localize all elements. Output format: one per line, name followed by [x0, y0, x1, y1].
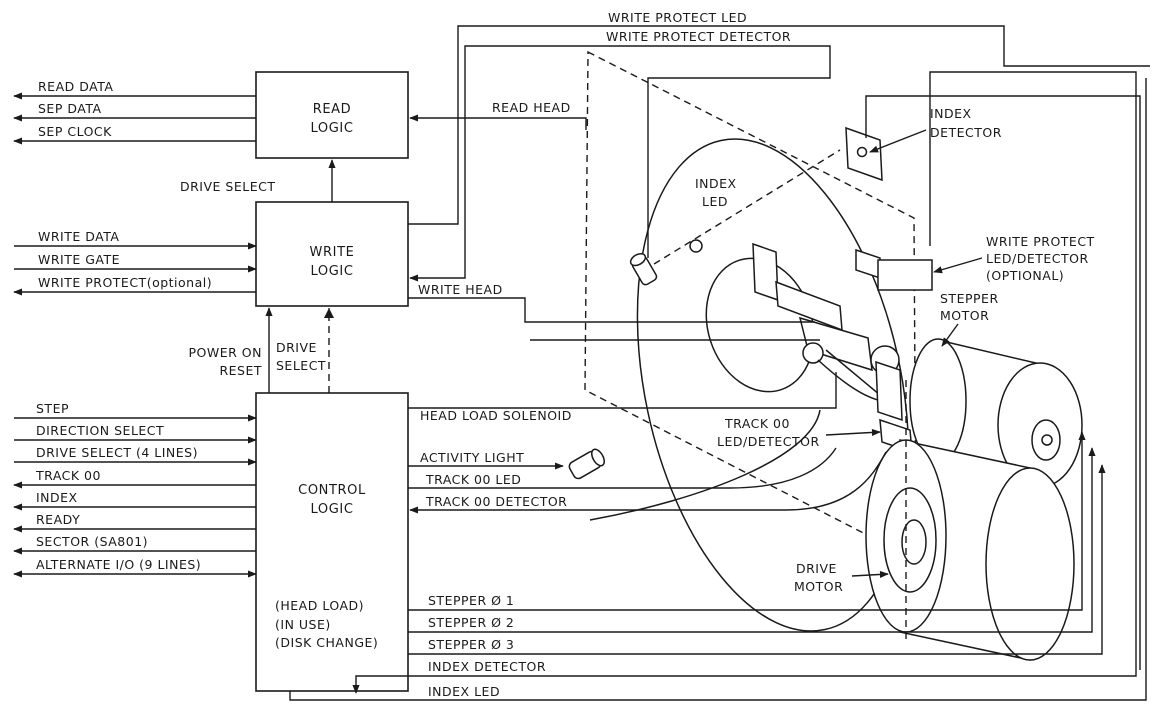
reset-label: RESET [219, 363, 262, 378]
step-label: STEP [36, 401, 69, 416]
write-protect-led-label: WRITE PROTECT LED [608, 10, 747, 25]
inter-block-connections: DRIVE SELECT POWER ON RESET DRIVE SELECT [180, 159, 336, 393]
index-detector-callout-1: INDEX [930, 106, 972, 121]
sep-clock-label: SEP CLOCK [38, 124, 112, 139]
control-in-use-label: (IN USE) [275, 617, 331, 632]
drive-select-write-label-2: SELECT [276, 358, 326, 373]
track-00-detector-label: TRACK 00 DETECTOR [425, 494, 567, 509]
power-on-label: POWER ON [189, 345, 262, 360]
sep-data-label: SEP DATA [38, 101, 102, 116]
read-head-label: READ HEAD [492, 100, 571, 115]
write-logic-block: WRITE LOGIC [255, 201, 409, 307]
track00-callout-2: LED/DETECTOR [717, 434, 820, 449]
write-logic-label-2: LOGIC [311, 264, 354, 279]
read-data-label: READ DATA [38, 79, 113, 94]
control-logic-interface: STEP DIRECTION SELECT DRIVE SELECT (4 LI… [13, 401, 257, 578]
index-detector-callout-2: DETECTOR [930, 125, 1002, 140]
drive-motor-callout-2: MOTOR [794, 579, 843, 594]
read-logic-label-2: LOGIC [311, 121, 354, 136]
write-data-label: WRITE DATA [38, 229, 119, 244]
mechanism-callouts: INDEX DETECTOR INDEX LED WRITE PROTECT L… [695, 106, 1095, 594]
write-protect-callout-2: LED/DETECTOR [986, 251, 1089, 266]
drive-select-write-label-1: DRIVE [276, 340, 317, 355]
stepper-motor-callout-1: STEPPER [940, 291, 999, 306]
read-logic-label-1: READ [313, 102, 352, 117]
index-led-line-label: INDEX LED [428, 684, 500, 699]
write-protect-callout-3: (OPTIONAL) [986, 268, 1064, 283]
stepper-phase-2-label: STEPPER Ø 2 [428, 615, 514, 630]
write-head-label: WRITE HEAD [418, 282, 503, 297]
write-protect-optional-label: WRITE PROTECT(optional) [38, 275, 212, 290]
index-detector-line-label: INDEX DETECTOR [428, 659, 546, 674]
drive-select-to-read-label: DRIVE SELECT [180, 179, 275, 194]
mechanism-wiring: WRITE PROTECT LED WRITE PROTECT DETECTOR… [289, 10, 1150, 701]
direction-select-label: DIRECTION SELECT [36, 423, 164, 438]
control-head-load-label: (HEAD LOAD) [275, 598, 364, 613]
track-00-label: TRACK 00 [35, 468, 101, 483]
head-load-solenoid-label: HEAD LOAD SOLENOID [420, 408, 572, 423]
sector-label: SECTOR (SA801) [36, 534, 148, 549]
write-gate-label: WRITE GATE [38, 252, 120, 267]
control-logic-label-1: CONTROL [298, 483, 366, 498]
write-protect-detector-label: WRITE PROTECT DETECTOR [606, 29, 791, 44]
index-label: INDEX [36, 490, 78, 505]
ready-label: READY [36, 512, 80, 527]
index-led-callout-1: INDEX [695, 176, 737, 191]
write-logic-label-1: WRITE [310, 245, 355, 260]
drive-mechanism-illustration [568, 50, 1083, 661]
write-protect-callout-1: WRITE PROTECT [986, 234, 1095, 249]
control-disk-change-label: (DISK CHANGE) [275, 635, 378, 650]
alternate-io-label: ALTERNATE I/O (9 LINES) [36, 557, 201, 572]
read-logic-interface: READ DATA SEP DATA SEP CLOCK [13, 79, 256, 145]
stepper-phase-3-label: STEPPER Ø 3 [428, 637, 514, 652]
drive-select-lines-label: DRIVE SELECT (4 LINES) [36, 445, 198, 460]
track-00-led-label: TRACK 00 LED [425, 472, 521, 487]
index-led-callout-2: LED [702, 194, 728, 209]
control-logic-label-2: LOGIC [311, 502, 354, 517]
control-logic-block: CONTROL LOGIC (HEAD LOAD) (IN USE) (DISK… [255, 392, 409, 692]
track00-callout-1: TRACK 00 [724, 416, 790, 431]
stepper-motor-callout-2: MOTOR [940, 308, 989, 323]
write-logic-interface: WRITE DATA WRITE GATE WRITE PROTECT(opti… [13, 229, 257, 296]
stepper-phase-1-label: STEPPER Ø 1 [428, 593, 514, 608]
drive-motor-callout-1: DRIVE [796, 561, 837, 576]
activity-light-label: ACTIVITY LIGHT [420, 450, 524, 465]
read-logic-block: READ LOGIC [255, 71, 409, 159]
